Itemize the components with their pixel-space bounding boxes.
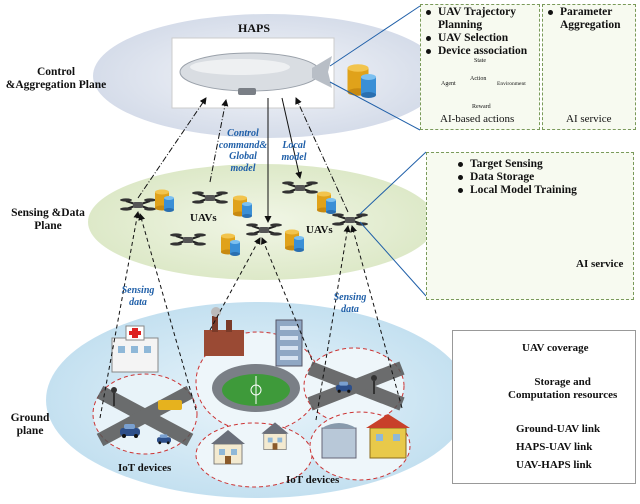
ground-uav-links	[99, 211, 403, 421]
ground-plane-label: Ground plane	[10, 412, 50, 438]
sensing-plane-label: Sensing &Data Plane	[11, 207, 85, 233]
legend-haps-uav-label: HAPS-UAV link	[516, 441, 593, 453]
rl-action-label: Action	[470, 76, 487, 82]
list-item: Target Sensing	[458, 158, 628, 171]
legend-panel	[452, 330, 636, 484]
local-model-label: Local model	[281, 140, 307, 163]
ai-service-list: Target Sensing Data Storage Local Model …	[458, 158, 628, 197]
rl-agent-label: Agent	[441, 81, 456, 87]
stadium-icon	[212, 364, 300, 412]
road-right	[307, 361, 405, 411]
rl-reward-label: Reward	[472, 104, 491, 110]
ai-actions-caption: AI-based actions	[440, 113, 515, 125]
panel-connector-lines	[329, 5, 427, 297]
uav-haps-links	[137, 97, 349, 213]
uavs-label: UAVs	[190, 212, 217, 224]
sensing-data-label-right: Sensing data	[333, 292, 367, 315]
aggregation-list: Parameter Aggregation	[548, 6, 632, 32]
haps-label: HAPS	[238, 21, 271, 35]
iot-devices-label: IoT devices	[286, 474, 340, 486]
legend-uav-haps-label: UAV-HAPS link	[516, 459, 592, 471]
iot-devices-label: IoT devices	[118, 462, 172, 474]
ai-actions-panel	[420, 4, 540, 130]
school-icon	[366, 414, 410, 459]
aggregation-panel	[542, 4, 636, 130]
control-plane-label: Control &Aggregation Plane	[5, 66, 107, 92]
ai-service-caption-mid: AI service	[576, 258, 624, 270]
office-building-icon	[321, 423, 357, 459]
bus-icon	[158, 400, 182, 410]
list-item: UAV Trajectory Planning	[426, 6, 538, 32]
uavs-label: UAVs	[306, 224, 333, 236]
legend-ground-uav-label: Ground-UAV link	[516, 423, 601, 435]
airship-icon	[179, 52, 332, 95]
ai-service-caption-top: AI service	[566, 113, 612, 125]
list-item: Device association	[426, 45, 538, 58]
rl-environment-label: Environment	[497, 81, 526, 87]
list-item: Data Storage	[458, 171, 628, 184]
list-item: Parameter Aggregation	[548, 6, 632, 32]
tower-icon	[275, 319, 303, 367]
ai-actions-list: UAV Trajectory Planning UAV Selection De…	[426, 6, 538, 58]
haps-uav-links	[264, 97, 303, 223]
sensing-plane-ellipse	[88, 164, 436, 280]
sensing-data-label-left: Sensing data	[121, 285, 155, 308]
hospital-icon	[111, 325, 159, 373]
legend-storage-label: Storage and Computation resources	[508, 376, 618, 401]
list-item: Local Model Training	[458, 184, 628, 197]
factory-icon	[204, 307, 244, 356]
pedestrian-icon	[111, 375, 377, 406]
rl-state-label: State	[474, 58, 486, 64]
list-item: UAV Selection	[426, 32, 538, 45]
control-command-label: Control command& Global model	[218, 128, 268, 174]
legend-coverage-label: UAV coverage	[522, 342, 589, 354]
